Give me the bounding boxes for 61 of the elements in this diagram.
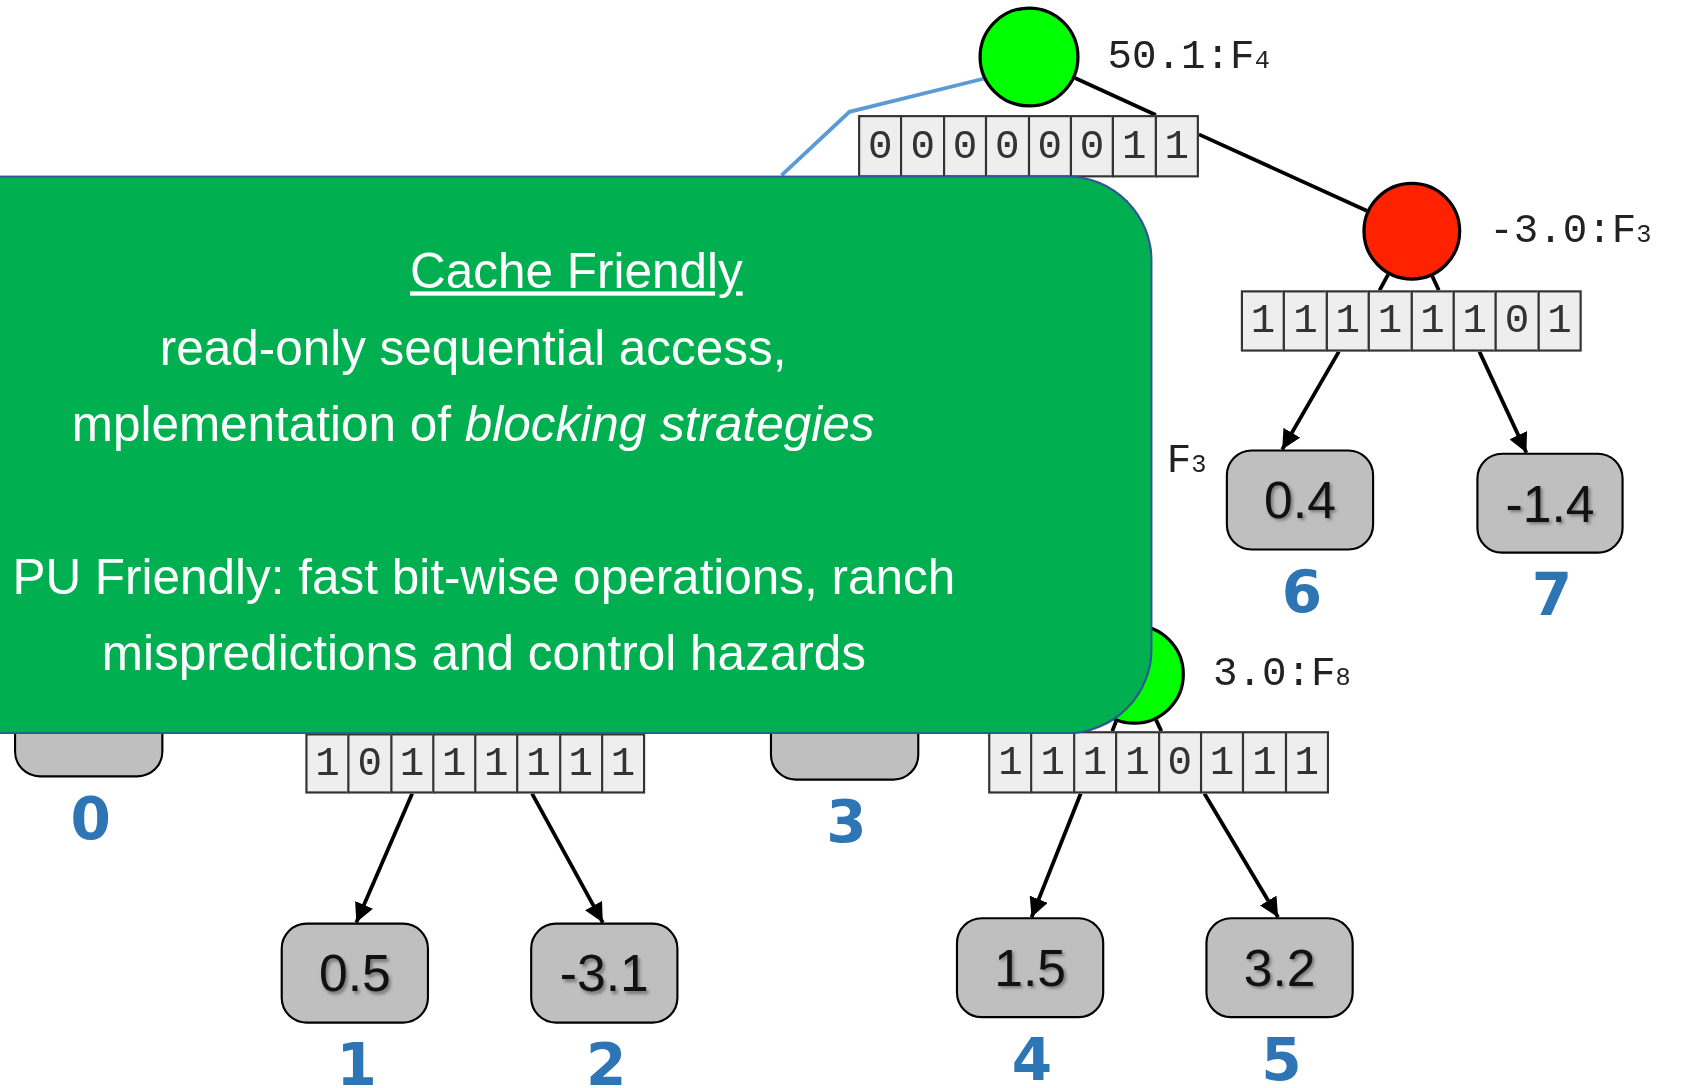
- tree-branch-line: [1074, 76, 1157, 117]
- arrow: [530, 792, 605, 924]
- leaf-index-number: 5: [1261, 1031, 1302, 1088]
- callout-heading: Cache Friendly: [409, 242, 744, 301]
- bit-cell: 0: [1157, 731, 1202, 794]
- bit-cell: 1: [1284, 731, 1329, 794]
- bit-cell: 0: [985, 115, 1030, 178]
- bit-cell: 1: [600, 733, 646, 794]
- bit-cell: 1: [1115, 731, 1160, 794]
- bit-cell: 1: [1112, 115, 1157, 178]
- callout-text: read-only sequential access, mplementation of blocking strategies: [70, 318, 876, 454]
- bit-cell: 1: [1242, 731, 1287, 794]
- bit-cell: 1: [1030, 731, 1075, 794]
- leaf-value-box: [1476, 452, 1624, 554]
- leaf-value: 3.2: [1243, 938, 1316, 998]
- leaf-index-number: 4: [1011, 1031, 1053, 1088]
- tree-branch-line: [780, 76, 984, 177]
- arrow: [1280, 350, 1341, 451]
- leaf-value-box: [1205, 917, 1354, 1019]
- leaf-value: 1.5: [994, 938, 1066, 998]
- bit-cell: 1: [1325, 290, 1370, 352]
- bit-cell: 1: [1410, 290, 1455, 352]
- bit-cell: 0: [347, 733, 392, 794]
- tree-branch-line: [1154, 719, 1164, 732]
- bit-cell: 1: [558, 733, 603, 794]
- bit-cell: 0: [900, 115, 945, 178]
- arrow: [1202, 792, 1280, 919]
- bit-cell: 1: [1537, 290, 1582, 352]
- tree-branch-line: [1198, 132, 1368, 213]
- callout-text: PU Friendly: fast bit-wise operations, ranch mispredictions and control hazards: [11, 547, 957, 683]
- leaf-index-number: 1: [336, 1036, 377, 1088]
- bit-cell: 0: [1494, 290, 1540, 352]
- leaf-index-number: 2: [586, 1036, 627, 1088]
- arrow: [354, 792, 414, 924]
- leaf-index-number: 6: [1281, 563, 1323, 622]
- bit-cell: 1: [516, 733, 561, 794]
- tree-branch-line: [1430, 275, 1441, 292]
- bit-cell: 0: [1027, 115, 1072, 178]
- leaf-value: -1.4: [1505, 473, 1595, 533]
- bit-cell: 1: [1154, 115, 1199, 178]
- bit-cell: 1: [474, 733, 519, 794]
- leaf-value-box: [1225, 449, 1375, 551]
- leaf-value-box: [530, 922, 679, 1024]
- arrow: [1477, 350, 1529, 454]
- bit-cell: 1: [1367, 290, 1413, 352]
- leaf-value-box: [280, 922, 430, 1024]
- tree-branch-line: [1377, 273, 1390, 292]
- leaf-value: -3.1: [559, 943, 649, 1003]
- tree-branch-line: [1110, 720, 1118, 732]
- bit-cell: 1: [1072, 731, 1118, 794]
- leaf-index-number: 7: [1531, 566, 1573, 625]
- leaf-value: 0.5: [318, 943, 391, 1003]
- bit-cell: 1: [988, 731, 1033, 794]
- callout-tooltip: [0, 175, 1153, 735]
- leaf-index-number: 3: [826, 793, 867, 852]
- bit-cell: 1: [305, 733, 350, 794]
- leaf-value-box: [955, 917, 1105, 1019]
- bit-cell: 1: [1283, 290, 1328, 352]
- leaf-index-number: 0: [70, 790, 111, 849]
- arrow: [1029, 792, 1083, 918]
- leaf-value: 0.4: [1264, 470, 1336, 530]
